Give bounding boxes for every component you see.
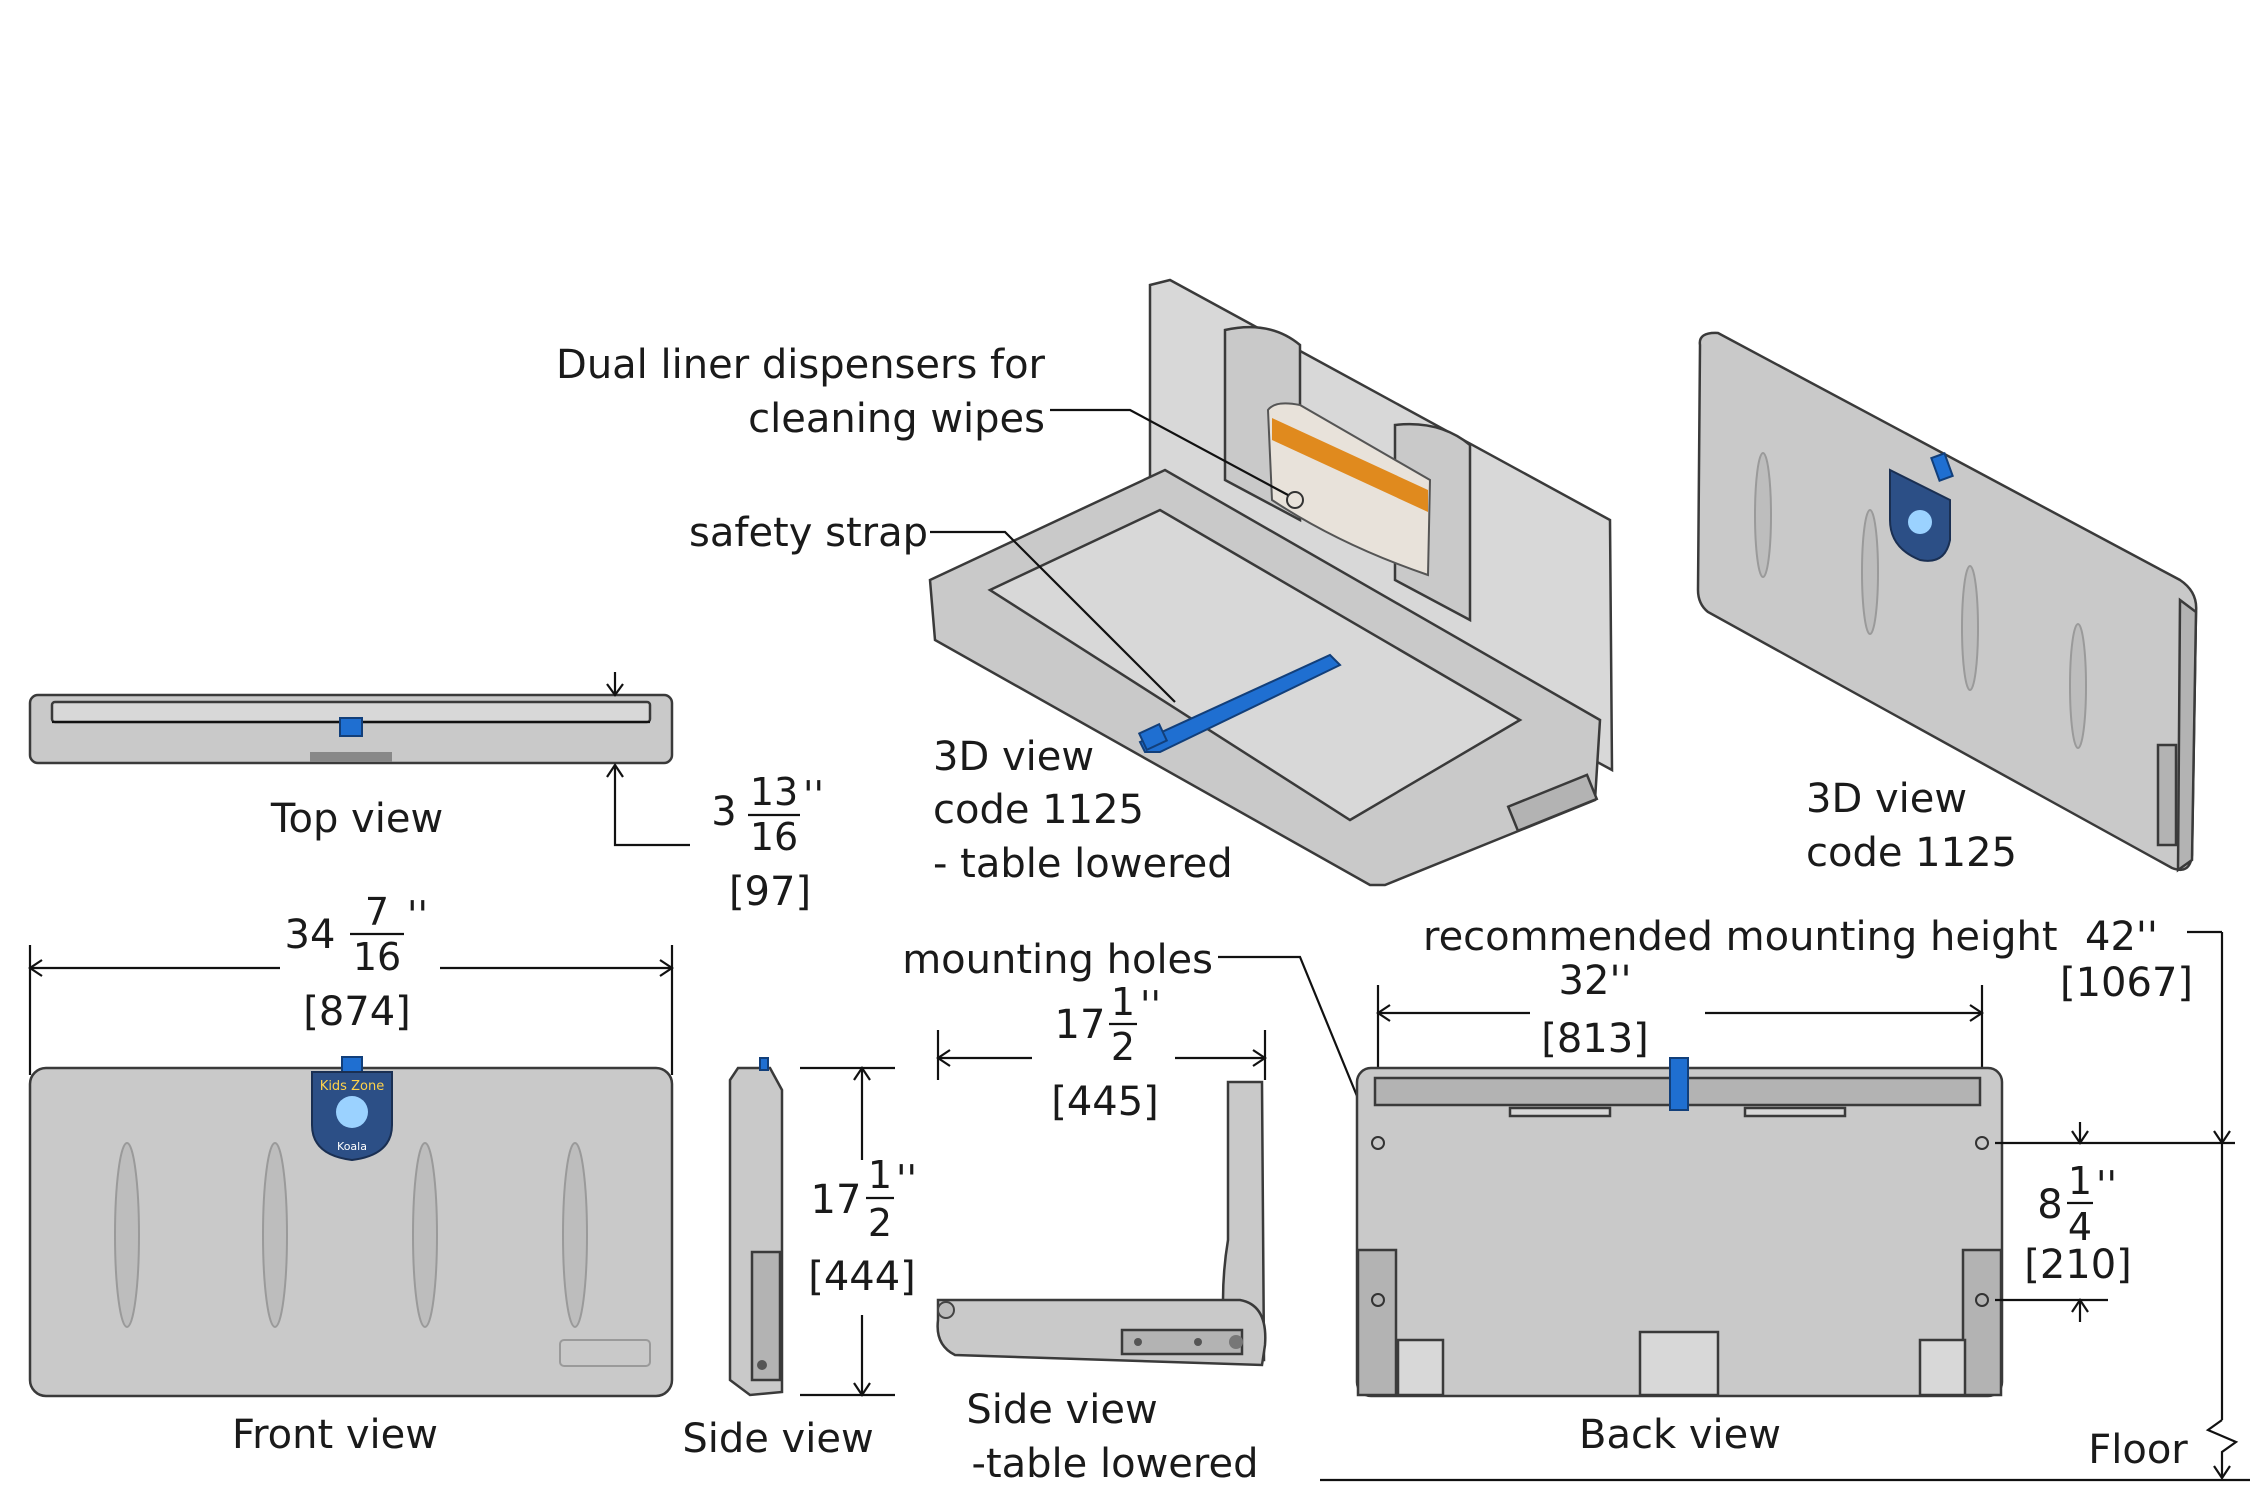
hole-offset-denominator: 4 <box>2068 1205 2092 1249</box>
3d-lowered-label-line3: - table lowered <box>933 841 1233 887</box>
side-view-drawing <box>728 1057 784 1397</box>
height-denominator: 2 <box>868 1201 892 1245</box>
side-view-lowered-label-line2: -table lowered <box>972 1441 1259 1485</box>
width-inch-mark: '' <box>407 893 428 937</box>
mount-height-dimension <box>2187 930 2239 1480</box>
3d-lowered-label-line1: 3D view <box>933 734 1094 780</box>
badge-line1: Kids Zone <box>320 1079 384 1094</box>
side-view-lowered-drawing <box>936 1080 1267 1367</box>
width-denominator: 16 <box>353 935 401 979</box>
badge-line2: Koala <box>337 1140 367 1153</box>
back-view-label: Back view <box>1579 1412 1781 1458</box>
width-metric: [874] <box>303 989 411 1035</box>
lowered-depth-dimension <box>936 1030 1267 1080</box>
hole-offset-dimension <box>1995 1122 2235 1322</box>
hole-spacing-value: 32'' <box>1559 958 1632 1004</box>
3d-lowered-drawing <box>928 278 1614 887</box>
hole-offset-metric: [210] <box>2024 1242 2132 1288</box>
front-view-drawing <box>28 1056 674 1398</box>
mounting-holes-label: mounting holes <box>902 937 1213 983</box>
mounting-hole-right <box>1975 1136 1989 1150</box>
depth-metric: [97] <box>729 869 811 915</box>
top-view-drawing <box>28 672 674 765</box>
3d-closed-label-line2: code 1125 <box>1806 830 2017 876</box>
height-metric: [444] <box>808 1254 916 1300</box>
safety-strap-leader <box>930 530 1176 703</box>
dispensers-leader <box>1050 408 1289 496</box>
safety-strap-label: safety strap <box>689 510 928 556</box>
lowered-depth-metric: [445] <box>1051 1079 1159 1125</box>
height-numerator: 1 <box>868 1153 892 1197</box>
lowered-depth-whole: 17 <box>1055 1002 1106 1048</box>
depth-inch-mark: '' <box>803 773 824 817</box>
depth-numerator: 13 <box>750 770 798 814</box>
dispensers-label-line2: cleaning wipes <box>748 396 1045 442</box>
3d-lowered-strap <box>1138 653 1342 753</box>
mount-height-metric: [1067] <box>2060 960 2193 1006</box>
3d-closed-drawing <box>1696 331 2198 873</box>
width-whole: 34 <box>285 912 336 958</box>
height-inch-mark: '' <box>896 1157 917 1201</box>
depth-leader <box>613 765 690 847</box>
mount-height-value: 42'' <box>2085 914 2158 960</box>
width-numerator: 7 <box>365 890 389 934</box>
front-view-label: Front view <box>232 1412 438 1458</box>
floor-label: Floor <box>2088 1427 2188 1473</box>
width-dimension <box>28 945 674 1075</box>
back-view-drawing <box>1355 1057 2004 1398</box>
mounting-hole-left <box>1371 1136 1385 1150</box>
depth-whole: 3 <box>711 789 736 835</box>
side-view-lowered-label-line1: Side view <box>966 1387 1157 1433</box>
lowered-depth-numerator: 1 <box>1111 980 1135 1024</box>
hole-offset-inch-mark: '' <box>2096 1163 2117 1207</box>
3d-closed-label-line1: 3D view <box>1806 776 1967 822</box>
height-dimension <box>800 1066 895 1397</box>
depth-denominator: 16 <box>750 815 798 859</box>
height-whole: 17 <box>811 1177 862 1223</box>
recommended-height-label: recommended mounting height <box>1423 914 2058 960</box>
lowered-depth-inch-mark: '' <box>1140 983 1161 1027</box>
dispensers-label-line1: Dual liner dispensers for <box>556 342 1046 388</box>
lowered-depth-denominator: 2 <box>1111 1025 1135 1069</box>
hole-offset-numerator: 1 <box>2068 1159 2092 1203</box>
hole-offset-whole: 8 <box>2037 1182 2062 1228</box>
hole-spacing-metric: [813] <box>1541 1016 1649 1062</box>
3d-lowered-label-line2: code 1125 <box>933 787 1144 833</box>
side-view-label: Side view <box>682 1416 873 1462</box>
mounting-holes-leader <box>1218 955 1377 1141</box>
top-view-label: Top view <box>270 796 443 842</box>
